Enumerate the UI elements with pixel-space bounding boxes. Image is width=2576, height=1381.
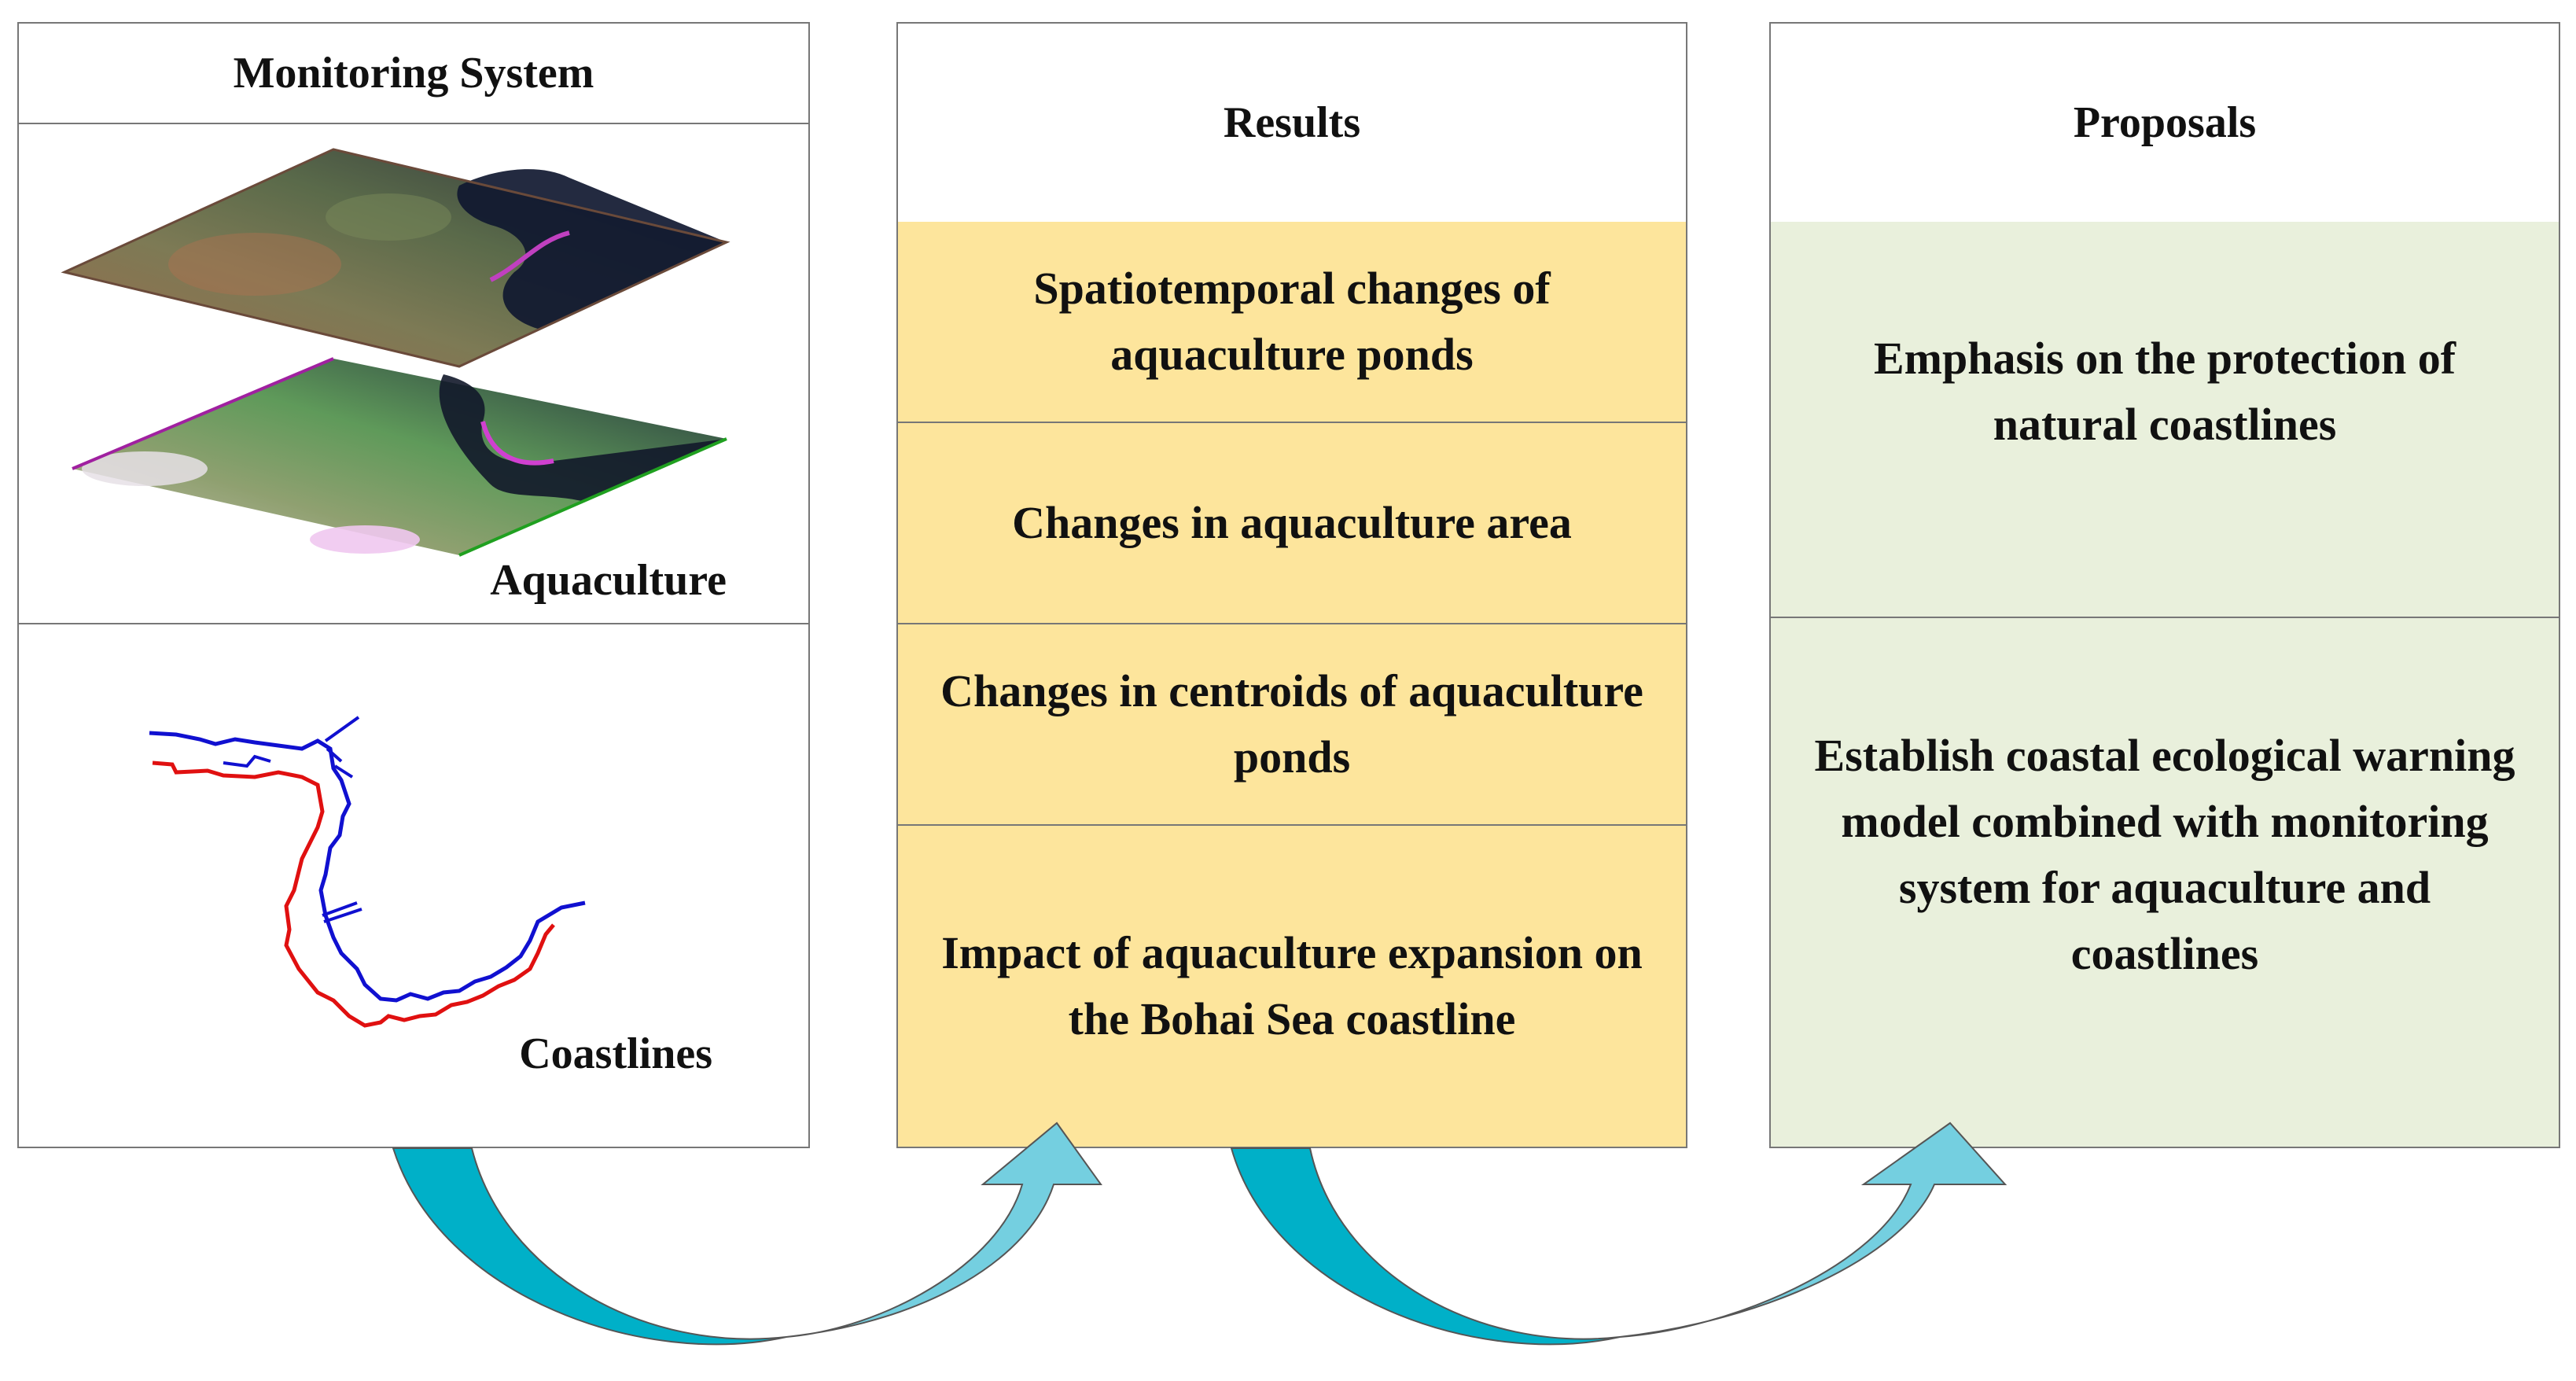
- proposals-item-warning-model: Establish coastal ecological warning mod…: [1771, 618, 2559, 1147]
- monitoring-system-panel: Monitoring System: [17, 22, 810, 1148]
- results-item-centroids: Changes in centroids of aquaculture pond…: [898, 624, 1686, 826]
- aquaculture-label: Aquaculture: [490, 556, 727, 605]
- aquaculture-section: Aquaculture: [19, 123, 808, 624]
- coastline-old-line: [152, 760, 555, 1028]
- coastlines-section: Coastlines: [19, 623, 808, 1147]
- satellite-image-top: [61, 148, 730, 368]
- proposals-title: Proposals: [1771, 24, 2559, 223]
- results-item-impact: Impact of aquaculture expansion on the B…: [898, 826, 1686, 1147]
- satellite-image-bottom: [72, 357, 727, 557]
- results-item-area: Changes in aquaculture area: [898, 423, 1686, 624]
- arrow-results-to-proposals: [1230, 1121, 2007, 1346]
- monitoring-system-title: Monitoring System: [19, 24, 808, 124]
- coastlines-label: Coastlines: [519, 1029, 712, 1078]
- arrow-monitoring-to-results: [392, 1121, 1102, 1346]
- coastline-map: [149, 716, 586, 1028]
- results-panel: Results Spatiotemporal changes of aquacu…: [896, 22, 1687, 1148]
- results-item-spatiotemporal: Spatiotemporal changes of aquaculture po…: [898, 222, 1686, 423]
- proposals-item-protection: Emphasis on the protection of natural co…: [1771, 222, 2559, 618]
- results-title: Results: [898, 24, 1686, 223]
- proposals-panel: Proposals Emphasis on the protection of …: [1769, 22, 2560, 1148]
- satellite-image-stack: [61, 148, 730, 557]
